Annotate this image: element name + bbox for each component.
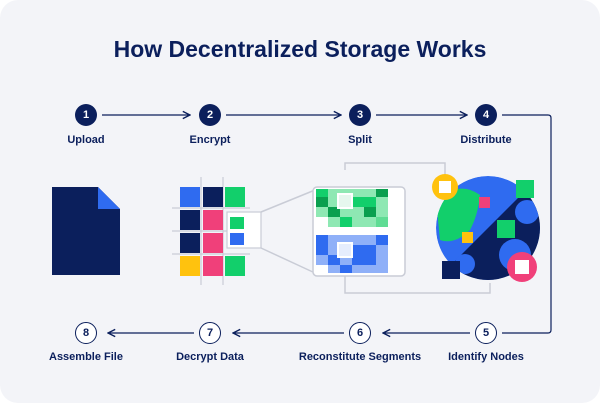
step-4-label: Distribute [460,134,512,146]
step-5-label: Identify Nodes [448,351,524,363]
step-4-number: 4 [475,104,497,126]
connector-4-5 [502,114,552,334]
split-segments-icon [312,162,491,294]
diagram-title: How Decentralized Storage Works [113,36,487,62]
step-3-label: Split [348,134,372,146]
file-icon [52,187,120,275]
step-2-number: 2 [199,104,221,126]
step-6-number: 6 [349,322,371,344]
step-8-number: 8 [75,322,97,344]
encrypted-grid-icon [172,177,316,285]
step-1-number: 1 [75,104,97,126]
step-2-label: Encrypt [189,134,231,146]
green-segment [316,189,388,227]
step-7-label: Decrypt Data [176,351,244,363]
step-5-number: 5 [475,322,497,344]
step-1-label: Upload [67,134,105,146]
step-7-number: 7 [199,322,221,344]
distributed-nodes-globe-icon [432,174,540,282]
step-6-label: Reconstitute Segments [298,351,422,363]
flow-arrows [102,114,552,334]
step-8-label: Assemble File [49,351,123,363]
blue-segment [316,235,388,273]
step-3-number: 3 [349,104,371,126]
